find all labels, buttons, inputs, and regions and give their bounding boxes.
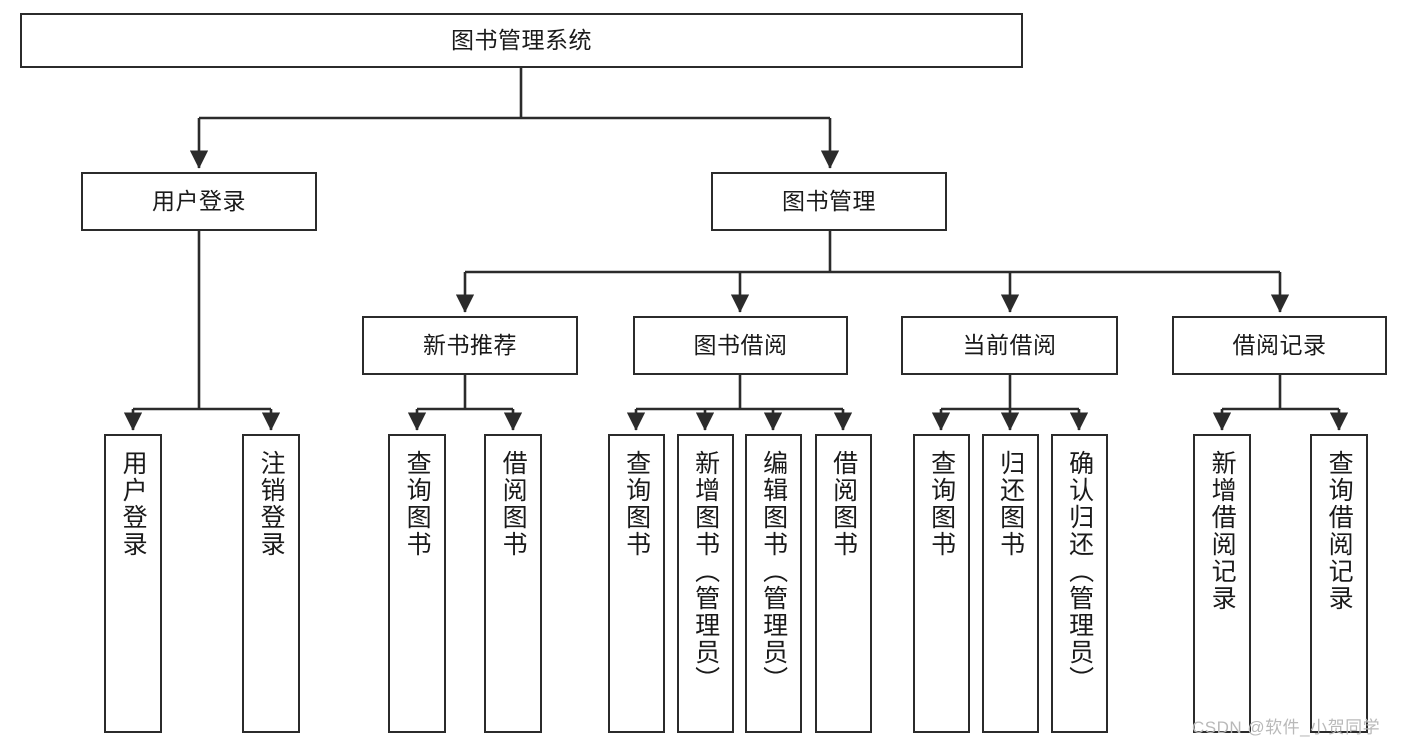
node-leaf-add-record-label: 新增借阅记录 (1208, 450, 1237, 612)
node-root-label: 图书管理系统 (451, 26, 592, 53)
node-root[interactable]: 图书管理系统 (20, 13, 1023, 68)
node-user-login-label: 用户登录 (152, 187, 246, 214)
node-leaf-borrow-book-1-label: 借阅图书 (499, 450, 528, 558)
node-leaf-query-book-3-label: 查询图书 (927, 450, 956, 558)
node-borrow-record-label: 借阅记录 (1232, 331, 1327, 358)
node-current-borrow[interactable]: 当前借阅 (901, 316, 1118, 375)
node-book-borrow-label: 图书借阅 (693, 331, 788, 358)
node-leaf-query-book-1-label: 查询图书 (403, 450, 432, 558)
node-leaf-add-book-label: 新增图书（管理员） (691, 450, 720, 693)
node-leaf-logout-label: 注销登录 (257, 450, 286, 558)
node-leaf-confirm-return-label: 确认归还（管理员） (1065, 450, 1094, 693)
node-leaf-borrow-book-2[interactable]: 借阅图书 (815, 434, 872, 733)
node-leaf-user-login-label: 用户登录 (119, 450, 148, 558)
node-leaf-borrow-book-1[interactable]: 借阅图书 (484, 434, 542, 733)
node-book-manage-label: 图书管理 (782, 187, 876, 214)
node-new-book-recommend[interactable]: 新书推荐 (362, 316, 578, 375)
node-leaf-return-book-label: 归还图书 (996, 450, 1025, 558)
node-book-borrow[interactable]: 图书借阅 (633, 316, 848, 375)
node-leaf-borrow-book-2-label: 借阅图书 (829, 450, 858, 558)
node-leaf-query-record-label: 查询借阅记录 (1325, 450, 1354, 612)
node-leaf-logout[interactable]: 注销登录 (242, 434, 300, 733)
node-leaf-query-book-1[interactable]: 查询图书 (388, 434, 446, 733)
node-user-login[interactable]: 用户登录 (81, 172, 317, 231)
node-borrow-record[interactable]: 借阅记录 (1172, 316, 1387, 375)
node-leaf-edit-book-label: 编辑图书（管理员） (759, 450, 788, 693)
csdn-watermark: CSDN @软件_小贺同学 (1192, 718, 1381, 737)
node-new-book-recommend-label: 新书推荐 (423, 331, 517, 358)
node-leaf-return-book[interactable]: 归还图书 (982, 434, 1039, 733)
node-leaf-query-book-2-label: 查询图书 (622, 450, 651, 558)
node-current-borrow-label: 当前借阅 (962, 331, 1057, 358)
node-leaf-add-book[interactable]: 新增图书（管理员） (677, 434, 734, 733)
node-leaf-query-book-2[interactable]: 查询图书 (608, 434, 665, 733)
node-book-manage[interactable]: 图书管理 (711, 172, 947, 231)
node-leaf-query-record[interactable]: 查询借阅记录 (1310, 434, 1368, 733)
node-leaf-user-login[interactable]: 用户登录 (104, 434, 162, 733)
node-leaf-edit-book[interactable]: 编辑图书（管理员） (745, 434, 802, 733)
node-leaf-add-record[interactable]: 新增借阅记录 (1193, 434, 1251, 733)
node-leaf-confirm-return[interactable]: 确认归还（管理员） (1051, 434, 1108, 733)
node-leaf-query-book-3[interactable]: 查询图书 (913, 434, 970, 733)
